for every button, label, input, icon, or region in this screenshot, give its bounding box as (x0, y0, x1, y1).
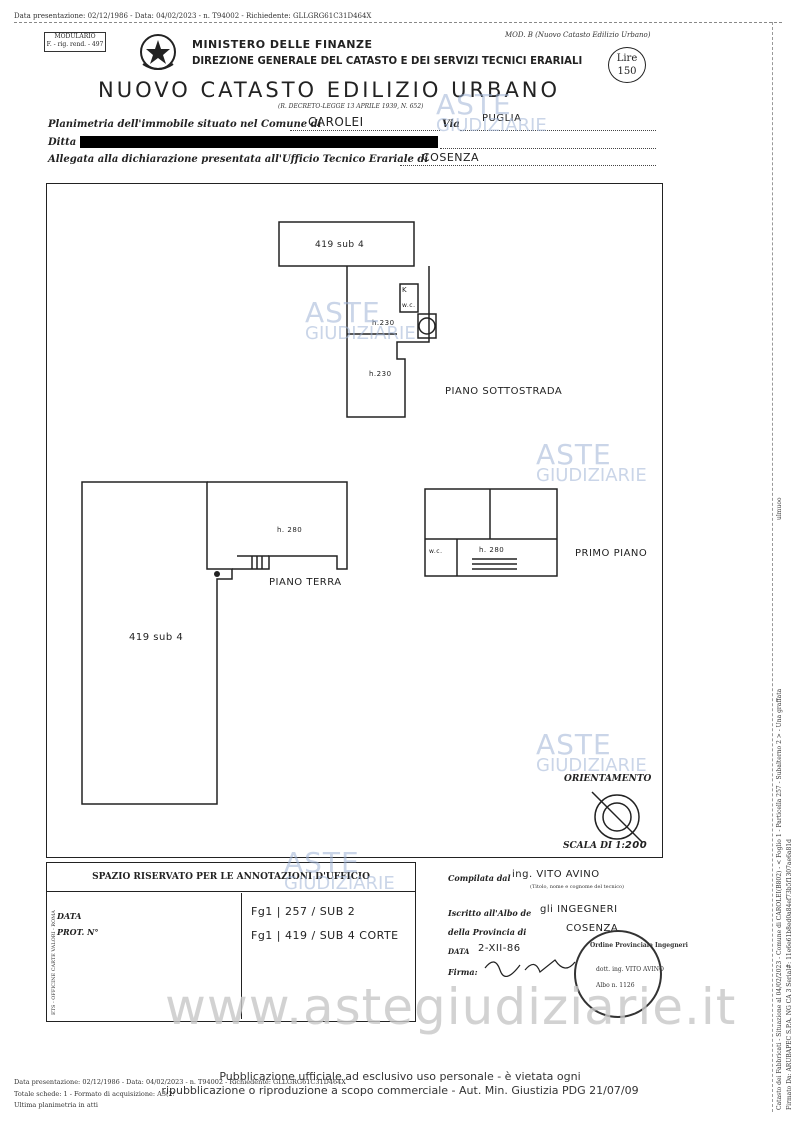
office-box-divider (241, 893, 242, 1019)
ditta-label: Ditta (48, 137, 77, 148)
side-text-short: ulmuoo (776, 497, 783, 520)
modulario-code: F. - rig. rend. - 497 (46, 41, 104, 48)
label-wc-primo: w.c. (429, 548, 443, 555)
date-label: DATA (448, 947, 470, 956)
label-scala: SCALA DI 1:200 (563, 840, 647, 851)
top-meta-line: Data presentazione: 02/12/1986 - Data: 0… (14, 12, 372, 20)
document-title: NUOVO CATASTO EDILIZIO URBANO (98, 78, 561, 102)
allegata-label: Allegata alla dichiarazione presentata a… (48, 154, 429, 165)
side-text-2: Firmato Da: ARUBAPEC S.P.A. NG CA 3 Seri… (786, 839, 793, 1110)
signature (480, 950, 590, 984)
mod-b-label: MOD. B (Nuovo Catasto Edilizio Urbano) (505, 31, 651, 39)
footer-line3: Ultima planimetria in atti (14, 1101, 98, 1109)
office-box-title: SPAZIO RISERVATO PER LE ANNOTAZIONI D'UF… (47, 863, 415, 892)
republic-emblem-icon (138, 32, 178, 74)
right-divider (772, 22, 773, 1112)
compilata-hint: (Titolo, nome e cognome del tecnico) (530, 884, 624, 890)
ministry-line2: DIREZIONE GENERALE DEL CATASTO E DEI SER… (192, 54, 583, 67)
label-sub-top: 419 sub 4 (315, 240, 365, 250)
office-note-2: Fg1 | 419 / SUB 4 CORTE (251, 929, 399, 942)
compilata-label: Compilata dal (448, 873, 511, 883)
stamp-duty-badge: Lire 150 (608, 47, 646, 83)
label-h230-a: h.230 (372, 319, 395, 327)
floor-plan-drawing (81, 221, 643, 843)
top-divider (14, 22, 782, 23)
footer-line1: Data presentazione: 02/12/1986 - Data: 0… (14, 1078, 346, 1086)
via-value: PUGLIA (482, 113, 522, 124)
label-h280-primo: h. 280 (479, 546, 505, 554)
seal-text: Ordine Provinciale Ingegneri (590, 942, 688, 949)
planimetria-label: Planimetria dell'immobile situato nel Co… (48, 119, 322, 130)
redacted-owner (80, 136, 438, 148)
ministry-line1: MINISTERO DELLE FINANZE (192, 38, 373, 51)
decree-note: (R. DECRETO-LEGGE 13 APRILE 1939, N. 652… (278, 103, 424, 110)
label-piano-sottostrada: PIANO SOTTOSTRADA (445, 386, 563, 397)
modulario-box: MODULARIO F. - rig. rend. - 497 (44, 32, 106, 52)
stamp-value: 150 (617, 66, 637, 77)
provincia-value: COSENZA (566, 923, 619, 934)
compilata-value: ing. VITO AVINO (512, 869, 600, 880)
publication-notice-1: Pubblicazione ufficiale ad esclusivo uso… (219, 1070, 581, 1083)
office-prot-label: PROT. N° (57, 927, 99, 937)
seal-name: dott. ing. VITO AVINO (596, 966, 664, 973)
office-data-label: DATA (57, 911, 82, 921)
iscritto-value: gli INGEGNERI (540, 904, 618, 915)
firma-label: Firma: (448, 967, 478, 977)
label-piano-terra: PIANO TERRA (269, 577, 342, 588)
scala-label: SCALA DI 1: (563, 841, 625, 851)
label-orientamento: ORIENTAMENTO (564, 774, 652, 784)
provincia-label: della Provincia di (448, 927, 527, 937)
label-h230-b: h.230 (369, 370, 392, 378)
via-label: Via (442, 119, 460, 130)
scala-value: 200 (624, 840, 648, 851)
seal-albo: Albo n. 1126 (596, 982, 635, 989)
professional-seal: Ordine Provinciale Ingegneri dott. ing. … (574, 930, 688, 1018)
ufficio-value: COSENZA (422, 151, 480, 164)
publication-notice-2: ripubblicazione o riproduzione a scopo c… (161, 1084, 639, 1097)
comune-value: CAROLEI (308, 115, 364, 129)
label-k: K (402, 286, 408, 294)
floor-plan-area: 419 sub 4 K w.c. h.230 h.230 PIANO SOTTO… (46, 183, 663, 858)
label-primo-piano: PRIMO PIANO (575, 548, 648, 559)
date-value: 2-XII-86 (478, 943, 521, 954)
watermark-site: www.astegiudiziarie.it (165, 978, 737, 1036)
label-h280-terra: h. 280 (277, 526, 303, 534)
label-wc: w.c. (402, 302, 416, 309)
footer-line2: Totale schede: 1 - Formato di acquisizio… (14, 1090, 174, 1098)
office-annotations-box: SPAZIO RISERVATO PER LE ANNOTAZIONI D'UF… (46, 862, 416, 1022)
modulario-label: MODULARIO (54, 33, 96, 40)
side-text-1: Catasto dei Fabbricati - Situazione al 0… (776, 688, 783, 1110)
stamp-label: Lire (616, 53, 638, 64)
iscritto-label: Iscritto all'Albo de (448, 908, 532, 918)
printer-note: ETS - OFFICINE CARTE VALORI - ROMA (51, 910, 57, 1015)
label-sub-large: 419 sub 4 (129, 632, 184, 643)
office-note-1: Fg1 | 257 / SUB 2 (251, 905, 356, 918)
